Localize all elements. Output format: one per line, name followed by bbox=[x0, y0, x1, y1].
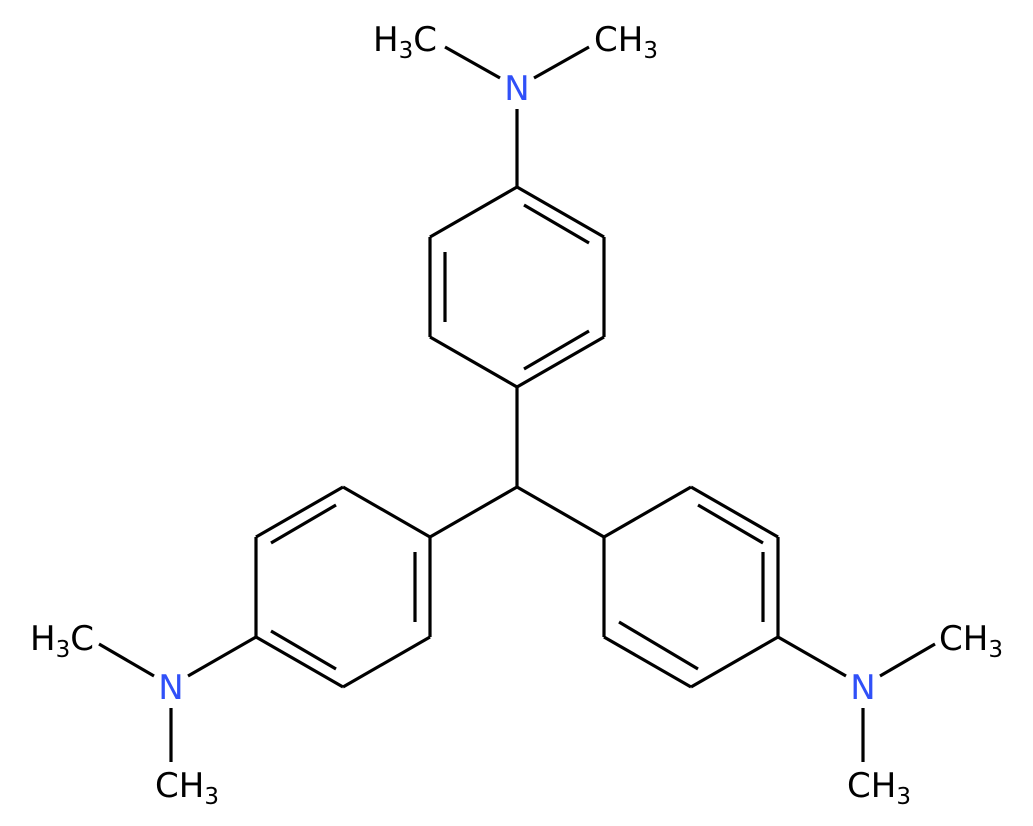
nitrogen-label: N bbox=[158, 668, 183, 708]
ring-top bbox=[428, 185, 606, 389]
bond bbox=[533, 45, 590, 80]
methyl-label: H3C bbox=[30, 619, 94, 663]
double-bond-line bbox=[270, 503, 337, 545]
methyl-label: H3C bbox=[373, 20, 437, 64]
double-bond-line bbox=[523, 203, 590, 245]
central-carbon bbox=[429, 387, 605, 539]
bond bbox=[342, 635, 431, 689]
dimethylamino-left: N H3C CH3 bbox=[30, 619, 257, 810]
nitrogen-label: N bbox=[850, 668, 875, 708]
bond bbox=[429, 185, 518, 239]
bond bbox=[342, 485, 431, 539]
bond bbox=[516, 485, 605, 539]
ring-left bbox=[254, 485, 432, 689]
methyl-label: CH3 bbox=[939, 619, 1003, 663]
bond bbox=[255, 485, 344, 539]
double-bond-line bbox=[270, 629, 337, 671]
bond bbox=[98, 642, 155, 678]
dimethylamino-top: N H3C CH3 bbox=[373, 20, 658, 187]
bond bbox=[603, 485, 692, 539]
bond bbox=[187, 635, 257, 678]
dimethylamino-right: N CH3 CH3 bbox=[777, 619, 1003, 810]
nitrogen-label: N bbox=[504, 69, 529, 109]
ring-right bbox=[602, 485, 780, 689]
double-bond-line bbox=[618, 620, 699, 671]
double-bond-line bbox=[523, 329, 590, 371]
bond bbox=[690, 635, 779, 689]
bond bbox=[429, 335, 518, 389]
bond bbox=[879, 642, 936, 678]
bond bbox=[516, 335, 605, 389]
bond bbox=[777, 635, 847, 678]
bond bbox=[255, 635, 344, 689]
bond bbox=[603, 635, 692, 689]
methyl-label: CH3 bbox=[847, 766, 911, 810]
bond bbox=[690, 485, 779, 539]
bond bbox=[516, 185, 605, 239]
bond bbox=[444, 45, 501, 80]
methyl-label: CH3 bbox=[594, 20, 658, 64]
double-bond-line bbox=[697, 503, 764, 545]
bond bbox=[429, 485, 518, 539]
methyl-label: CH3 bbox=[155, 766, 219, 810]
